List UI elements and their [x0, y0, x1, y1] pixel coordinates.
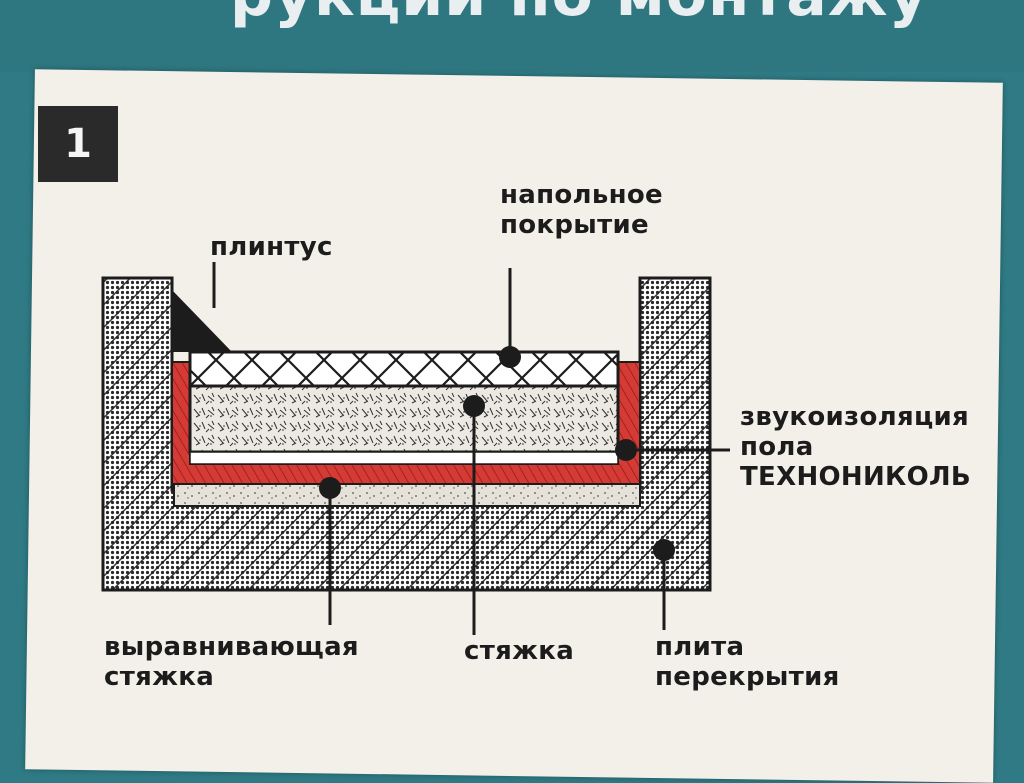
floor-covering-layer	[188, 350, 620, 388]
label-floor-covering-line2: покрытие	[500, 210, 649, 240]
leveling-screed-layer	[173, 483, 641, 507]
label-leveling-line2: стяжка	[104, 662, 215, 692]
figure-number-badge: 1	[38, 106, 118, 182]
label-floor-covering-line1: напольное	[500, 180, 663, 210]
screed-layer	[188, 384, 620, 454]
label-insulation-line3: ТЕХНОНИКОЛЬ	[740, 462, 971, 492]
skirting-board	[172, 290, 232, 352]
leader-lines	[212, 262, 730, 635]
label-screed: стяжка	[464, 636, 575, 666]
leader-dots	[319, 346, 675, 561]
label-slab-line1: плита	[655, 632, 745, 662]
label-slab-line2: перекрытия	[655, 662, 840, 692]
label-floor-slab: плита перекрытия	[655, 632, 840, 692]
label-floor-covering: напольное покрытие	[500, 180, 663, 240]
header-band	[0, 0, 1024, 72]
page-header-title: рукции по монтажу	[230, 0, 929, 30]
label-leveling-line1: выравнивающая	[104, 632, 359, 662]
label-skirting: плинтус	[210, 232, 333, 262]
label-insulation-line2: пола	[740, 432, 814, 462]
label-leveling-screed: выравнивающая стяжка	[104, 632, 359, 692]
insulation-gap	[189, 451, 619, 465]
label-insulation-line1: звукоизоляция	[740, 402, 970, 432]
label-sound-insulation: звукоизоляция пола ТЕХНОНИКОЛЬ	[740, 402, 971, 492]
